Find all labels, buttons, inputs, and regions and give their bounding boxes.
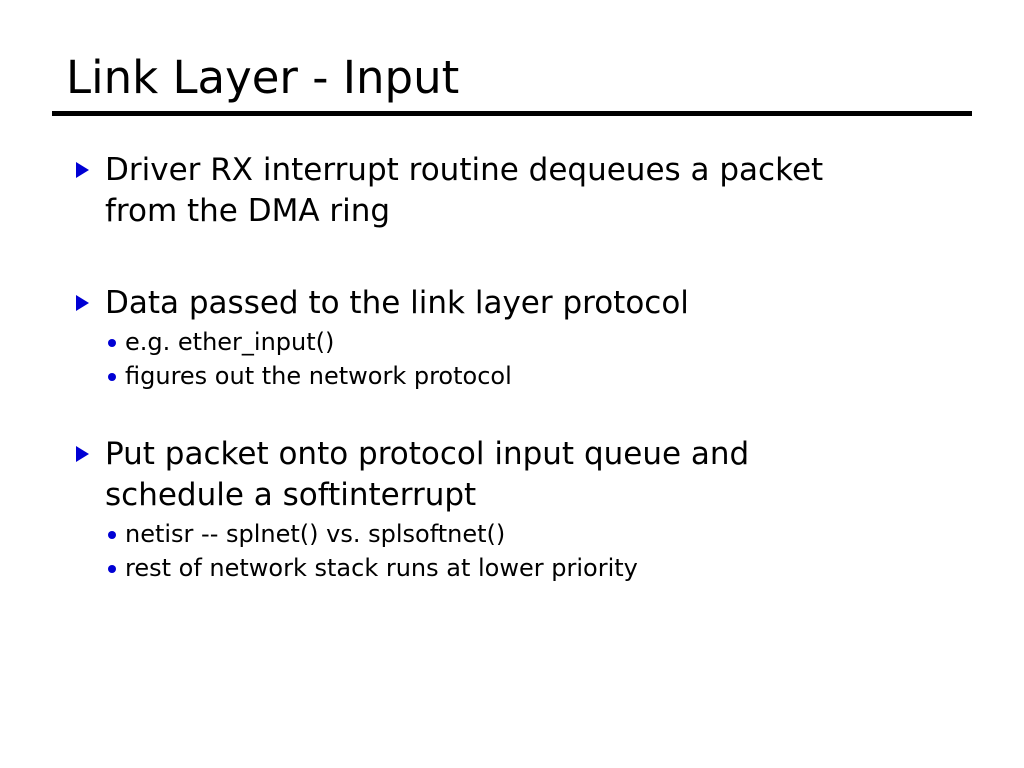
triangle-right-icon xyxy=(76,162,89,178)
bullet-list: Driver RX interrupt routine dequeues a p… xyxy=(66,150,966,585)
bullet-level1-1: Driver RX interrupt routine dequeues a p… xyxy=(66,150,966,232)
bullet-level2-2-2-label: figures out the network protocol xyxy=(125,362,512,390)
bullet-level2-2-2: figures out the network protocol xyxy=(66,359,966,393)
bullet-level2-3-2: rest of network stack runs at lower prio… xyxy=(66,551,966,585)
dot-icon xyxy=(108,531,116,539)
dot-icon xyxy=(108,565,116,573)
triangle-right-icon xyxy=(76,446,89,462)
page-title: Link Layer - Input xyxy=(66,51,460,104)
title-underline-rule xyxy=(52,111,972,116)
bullet-group-2: Data passed to the link layer protocol e… xyxy=(66,283,966,393)
bullet-group-3: Put packet onto protocol input queue and… xyxy=(66,434,966,585)
bullet-level1-1-label: Driver RX interrupt routine dequeues a p… xyxy=(105,152,824,229)
bullet-level1-2-label: Data passed to the link layer protocol xyxy=(105,285,689,321)
bullet-level2-2-1: e.g. ether_input() xyxy=(66,325,966,359)
dot-icon xyxy=(108,339,116,347)
sublist-3: netisr -- splnet() vs. splsoftnet() rest… xyxy=(66,517,966,585)
bullet-level2-3-2-label: rest of network stack runs at lower prio… xyxy=(125,554,638,582)
bullet-group-1: Driver RX interrupt routine dequeues a p… xyxy=(66,150,966,232)
bullet-level2-3-1-label: netisr -- splnet() vs. splsoftnet() xyxy=(125,520,506,548)
bullet-level1-3: Put packet onto protocol input queue and… xyxy=(66,434,966,516)
bullet-level2-3-1: netisr -- splnet() vs. splsoftnet() xyxy=(66,517,966,551)
triangle-right-icon xyxy=(76,295,89,311)
title-block: Link Layer - Input xyxy=(52,50,972,106)
bullet-level1-3-label: Put packet onto protocol input queue and… xyxy=(105,436,750,513)
bullet-level2-2-1-label: e.g. ether_input() xyxy=(125,328,335,356)
dot-icon xyxy=(108,373,116,381)
sublist-2: e.g. ether_input() figures out the netwo… xyxy=(66,325,966,393)
bullet-level1-2: Data passed to the link layer protocol xyxy=(66,283,966,324)
